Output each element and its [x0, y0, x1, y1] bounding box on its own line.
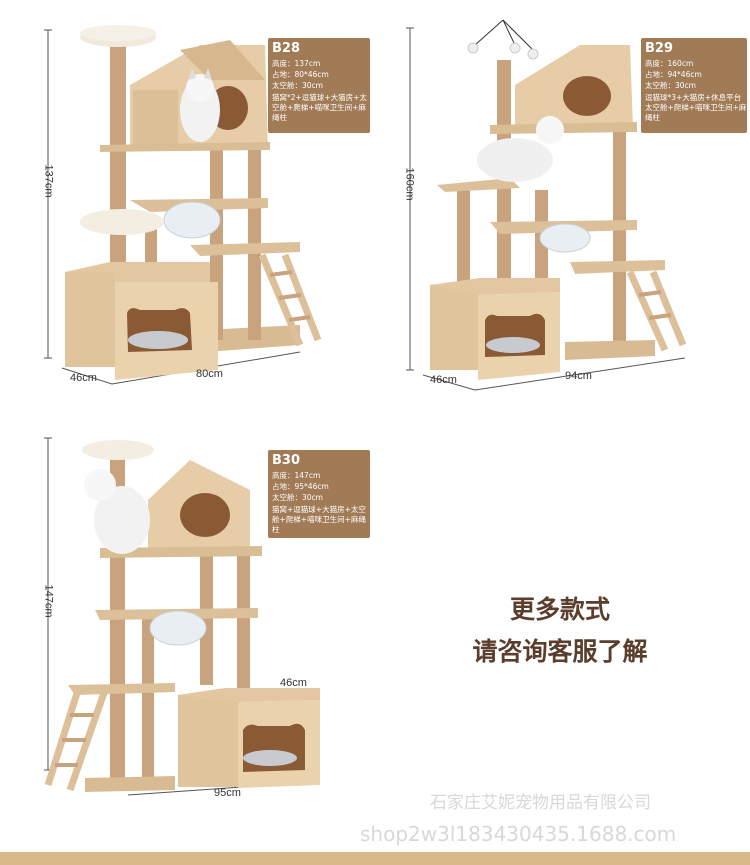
spec-card-b30: B30 高度：147cm 占地：95*46cm 太空舱：30cm 猫窝+逗猫球+…	[268, 450, 370, 538]
height-dimension-label: 147cm	[42, 584, 55, 618]
product-panel-b28: 137cm 46cm 80cm B28 高度：137cm 占地：80*46cm …	[0, 0, 375, 400]
litter-box	[65, 272, 115, 367]
round-bed	[80, 209, 164, 235]
litter-box	[178, 695, 238, 787]
depth-dimension-label: 46cm	[430, 374, 457, 386]
ladder	[258, 253, 322, 347]
round-bed	[82, 440, 154, 460]
product-panel-b30: 147cm 46cm 95cm B30 高度：147cm 占地：95*46cm …	[0, 430, 375, 820]
rope-post	[248, 140, 261, 340]
cat-tree-b28-illustration	[44, 25, 322, 385]
feature-list: 逗猫球*3+大猫房+休息平台太空舱+爬梯+喵咪卫生间+麻绳柱	[645, 93, 747, 122]
width-dimension-label: 95cm	[214, 787, 241, 799]
cat	[94, 486, 150, 554]
space-capsule	[149, 610, 207, 646]
height-spec: 高度：147cm	[272, 471, 321, 480]
spec-card-b28: B28 高度：137cm 占地：80*46cm 太空舱：30cm 猫窝*2+逗猫…	[268, 38, 370, 133]
capsule-spec: 太空舱：30cm	[272, 493, 323, 502]
ladder	[44, 688, 109, 792]
space-capsule	[163, 201, 221, 239]
depth-dimension-label: 46cm	[280, 677, 307, 689]
cat-tree-b29-illustration	[406, 19, 687, 391]
width-dimension-label: 94cm	[565, 370, 592, 382]
capsule-spec: 太空舱：30cm	[272, 81, 323, 90]
cat-tree-b30-illustration	[44, 437, 320, 796]
product-code: B28	[272, 41, 300, 56]
depth-dimension-label: 46cm	[70, 372, 97, 384]
height-dimension-label: 137cm	[42, 164, 55, 198]
product-code: B29	[645, 41, 673, 56]
product-code: B30	[272, 453, 300, 468]
company-watermark: 石家庄艾妮宠物用品有限公司	[430, 793, 651, 813]
cat	[477, 138, 553, 182]
toy-balls	[467, 19, 539, 60]
spec-card-b29: B29 高度：160cm 占地：94*46cm 太空舱：30cm 逗猫球*3+大…	[641, 38, 747, 133]
capsule-spec: 太空舱：30cm	[645, 81, 696, 90]
width-dimension-label: 80cm	[196, 368, 223, 380]
area-spec: 占地：80*46cm	[272, 70, 329, 79]
area-spec: 占地：95*46cm	[272, 482, 329, 491]
rest-platform	[437, 178, 520, 192]
shop-url-watermark: shop2w3l183430435.1688.com	[360, 822, 677, 846]
feature-list: 猫窝*2+逗猫球+大猫房+太空舱+爬梯+喵咪卫生间+麻绳柱	[272, 93, 367, 122]
promo-line-1: 更多款式	[509, 595, 610, 624]
area-spec: 占地：94*46cm	[645, 70, 702, 79]
bottom-decorative-strip	[0, 852, 750, 865]
height-dimension-label: 160cm	[403, 167, 416, 201]
product-panel-b29: 160cm 46cm 94cm B29 高度：160cm 占地：94*46cm …	[375, 0, 750, 400]
height-spec: 高度：137cm	[272, 59, 321, 68]
ladder	[626, 270, 687, 352]
feature-list: 猫窝+逗猫球+大猫房+太空舱+爬梯+喵咪卫生间+麻绳柱	[272, 505, 366, 534]
rope-post	[110, 45, 126, 285]
promo-line-2: 请咨询客服了解	[472, 637, 648, 666]
litter-box	[430, 285, 478, 370]
space-capsule	[539, 223, 591, 253]
height-spec: 高度：160cm	[645, 59, 694, 68]
